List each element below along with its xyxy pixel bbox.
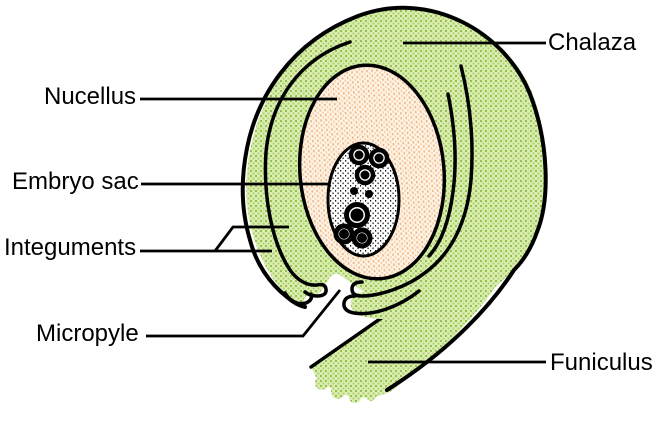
outer-integument-left-tip <box>283 291 314 306</box>
integuments-pointer-line-inner <box>213 225 289 252</box>
inner-integument-right-arc <box>427 92 457 258</box>
micropyle-pointer-line <box>146 289 342 338</box>
embryo-sac-cells <box>333 144 390 249</box>
polar-nucleus-2 <box>365 190 373 198</box>
antipodal-cell-3-nucleus <box>360 170 370 180</box>
funiculus-ragged-edge <box>331 385 345 399</box>
chalaza-label: Chalaza <box>548 29 637 56</box>
nucellus-label: Nucellus <box>44 83 136 110</box>
integument-lower-right-tip <box>342 289 421 316</box>
micropyle-label: Micropyle <box>36 320 139 347</box>
outer-integument-outline <box>240 5 548 392</box>
synergid-cell-2-nucleus <box>357 233 367 243</box>
integuments-label: Integuments <box>4 234 136 261</box>
egg-cell-nucleus <box>350 208 364 222</box>
antipodal-cell-1-nucleus <box>354 150 364 160</box>
embryo-sac-label: Embryo sac <box>12 168 139 195</box>
funiculus-ragged-edge <box>349 391 361 403</box>
integument-boundary-left-line <box>263 40 352 298</box>
antipodal-cell-2-nucleus <box>374 153 384 163</box>
funiculus-ragged-edge <box>366 391 376 401</box>
polar-nucleus-1 <box>350 187 358 195</box>
integument-boundary-right-line <box>350 64 474 298</box>
funiculus-label: Funiculus <box>550 349 653 376</box>
synergid-cell-1-nucleus <box>339 229 349 239</box>
funiculus-ragged-edge <box>315 376 329 390</box>
